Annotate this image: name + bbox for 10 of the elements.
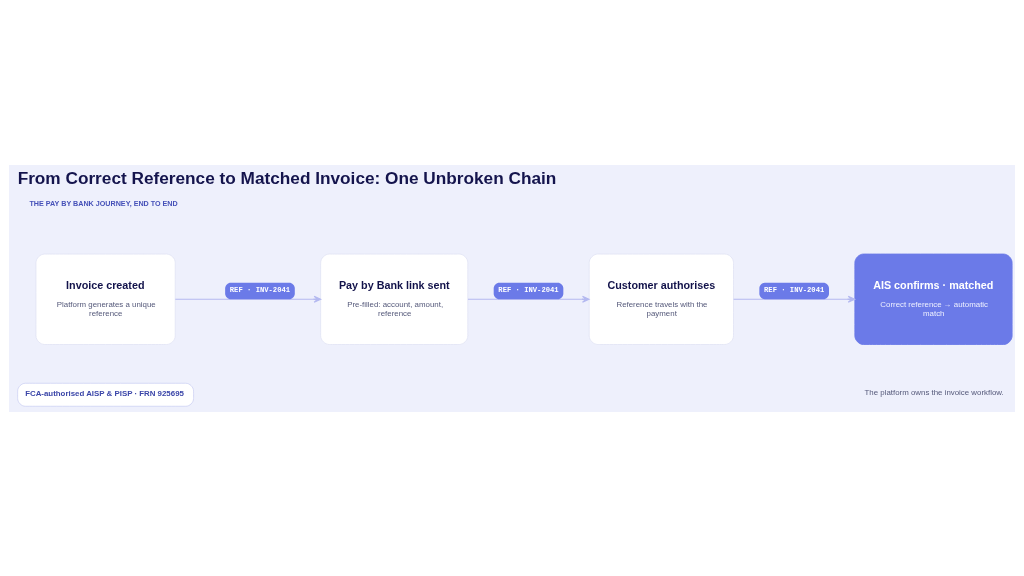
node-box: Customer authorises Reference travels with the payment — [588, 253, 734, 345]
node-box: AIS confirms · matched Correct reference → automatic match — [854, 253, 1013, 345]
arrow — [467, 295, 590, 303]
diagram-title: From Correct Reference to Matched Invoice: One Unbroken Chain — [17, 167, 557, 188]
label: FCA-authorised AISP & PISP · FRN 925695 — [25, 388, 184, 398]
arrow — [174, 295, 322, 303]
label: The platform owns the invoice workflow. — [864, 387, 1004, 397]
arrow — [732, 295, 856, 303]
node-box: Invoice created Platform generates a unique reference — [35, 253, 176, 345]
node-box: Pay by Bank link sent Pre-filled: account, amount, reference — [320, 253, 469, 345]
